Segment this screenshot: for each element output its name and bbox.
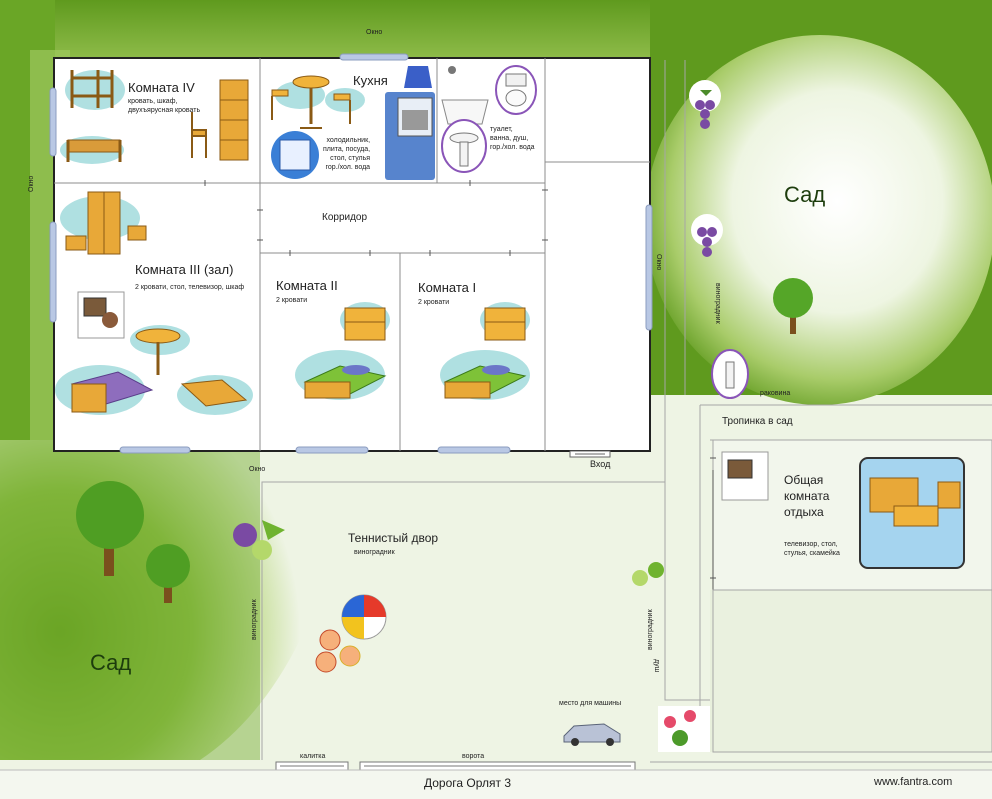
flowers-icon xyxy=(658,706,710,752)
kettle-icon xyxy=(404,66,432,88)
window-top-label: Окно xyxy=(366,29,383,36)
room2-desc: 2 кровати xyxy=(276,297,308,304)
room2-bed-icon xyxy=(303,365,387,399)
beach-ball-icon xyxy=(341,594,387,640)
yard-grapes-right-icon xyxy=(632,562,664,586)
kitchen-desc: холодильник, плита, посуда, стол, стулья… xyxy=(323,137,371,171)
kids-icon xyxy=(315,629,361,673)
room1-bed-icon xyxy=(443,365,527,399)
shower-label: душ xyxy=(653,659,660,673)
path-to-garden-label: Тропинка в сад xyxy=(722,416,793,427)
shady-yard-label: Теннистый двор xyxy=(348,531,439,545)
parking-label: место для машины xyxy=(559,700,622,707)
chair-icon xyxy=(191,112,207,158)
garden-furniture-icon xyxy=(859,457,965,569)
bookshelf-icon xyxy=(219,79,249,161)
kitchen-table-icon xyxy=(271,75,351,129)
garden-label-bottom: Сад xyxy=(90,650,132,675)
corridor-title: Корридор xyxy=(322,212,368,223)
tv-icon xyxy=(77,291,125,339)
vineyard-right-bottom-label: виноградник xyxy=(647,609,654,650)
common-room-title: Общая комната отдыха xyxy=(784,473,830,519)
common-room-desc: телевизор, стол, стулья, скамейка xyxy=(784,541,840,557)
garden-label-top: Сад xyxy=(784,182,826,207)
armchair-icon xyxy=(65,225,147,251)
room2-dresser-icon xyxy=(344,307,386,341)
grapes-icon-mid xyxy=(691,214,723,257)
yard-vineyard-label: виноградник xyxy=(354,549,395,556)
wicket-label: калитка xyxy=(300,753,326,760)
road-label: Дорога Орлят 3 xyxy=(424,776,512,790)
gate-label: ворота xyxy=(462,753,485,760)
vineyard-right-label: виноградник xyxy=(714,283,721,324)
window-left-label: Окно xyxy=(28,175,35,192)
site-link[interactable]: www.fantra.com xyxy=(874,776,953,788)
common-room-tv-icon xyxy=(721,451,769,501)
double-bed-icon xyxy=(70,371,154,413)
room1-dresser-icon xyxy=(484,307,526,341)
entrance-label: Вход xyxy=(590,459,611,469)
vineyard-left-label: виноградник xyxy=(251,599,258,640)
room3-title: Комната III (зал) xyxy=(135,262,234,277)
single-bed-icon xyxy=(180,379,248,407)
bathtub-icon xyxy=(441,99,489,125)
toilet-icon xyxy=(495,65,537,115)
grapes-icon-top xyxy=(689,80,721,129)
room4-title: Комната IV xyxy=(128,80,195,95)
washbasin-icon xyxy=(441,119,487,173)
round-table-icon xyxy=(135,328,181,375)
tree-icon-small xyxy=(146,544,190,603)
bunk-bed-icon xyxy=(70,70,114,108)
car-icon xyxy=(563,723,621,746)
room4-desc: кровать, шкаф, двухъярусная кровать xyxy=(128,98,201,114)
kitchen-title: Кухня xyxy=(353,73,388,88)
window-right-label: Окно xyxy=(655,254,662,271)
yard-grapes-icon xyxy=(233,520,285,560)
wardrobe-icon xyxy=(87,191,121,255)
stove-icon xyxy=(397,97,433,137)
tree-icon-big xyxy=(76,481,144,576)
bed-icon xyxy=(66,139,122,162)
shower-head-icon xyxy=(448,66,456,74)
garden-sink-icon xyxy=(711,349,749,399)
room2-title: Комната II xyxy=(276,278,338,293)
sink-label: раковина xyxy=(760,390,791,397)
room1-title: Комната I xyxy=(418,280,477,295)
room3-desc: 2 кровати, стол, телевизор, шкаф xyxy=(135,284,245,291)
room1-desc: 2 кровати xyxy=(418,299,450,306)
tree-icon-right xyxy=(773,278,813,334)
window-bottom-label: Окно xyxy=(249,466,266,473)
bathroom-desc: туалет, ванна, душ, гор./хол. вода xyxy=(490,126,535,151)
